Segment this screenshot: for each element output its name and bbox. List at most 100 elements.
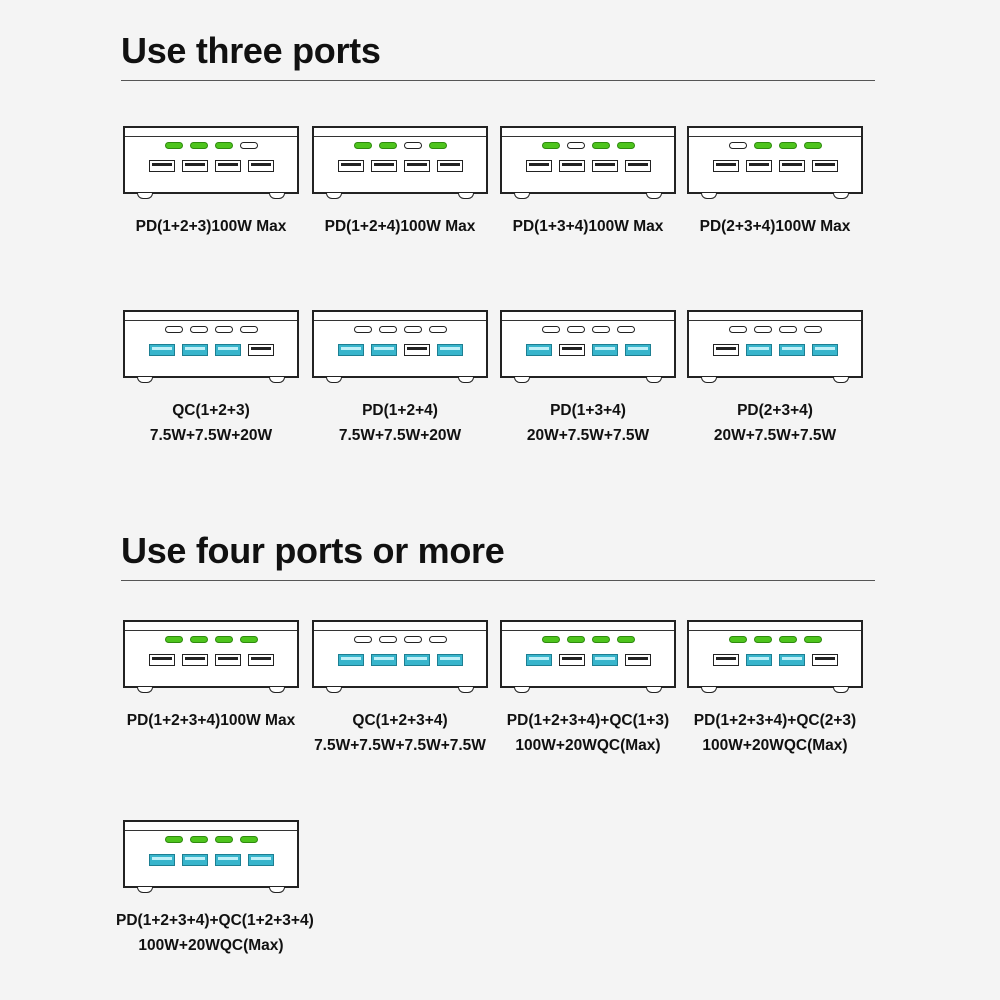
- mode-label-line: PD(1+2+3+4)100W Max: [126, 712, 296, 729]
- usb-a-port-row: [689, 344, 861, 356]
- usb-a-port-1: [525, 160, 552, 172]
- usb-a-port-2-active: [745, 344, 772, 356]
- type-c-port-3: [591, 326, 610, 333]
- mode-label: QC(1+2+3)7.5W+7.5W+20W: [116, 398, 306, 448]
- mode-label-line: 100W+20WQC(Max): [138, 937, 284, 954]
- type-c-port-4: [803, 326, 822, 333]
- usb-a-port-3: [591, 160, 618, 172]
- device-foot: [326, 193, 342, 199]
- usb-a-port-2: [181, 654, 208, 666]
- type-c-port-1-active: [164, 142, 183, 149]
- usb-a-port-3: [403, 344, 430, 356]
- type-c-port-4-active: [239, 636, 258, 643]
- usb-a-port-2-active: [745, 654, 772, 666]
- charger-device-illustration: [687, 310, 863, 383]
- type-c-port-2: [566, 326, 585, 333]
- type-c-port-3-active: [591, 142, 610, 149]
- type-c-port-4: [616, 326, 635, 333]
- usb-a-port-row: [314, 160, 486, 172]
- mode-label-line: PD(1+2+3+4)+QC(1+3): [506, 712, 670, 729]
- device-foot: [833, 377, 849, 383]
- charger-device-illustration: [123, 620, 299, 693]
- usb-a-port-3-active: [214, 854, 241, 866]
- charger-device-illustration: [123, 126, 299, 199]
- section-title-three-ports: Use three ports: [121, 30, 381, 71]
- usb-a-port-3-active: [778, 654, 805, 666]
- charging-mode-cell: PD(2+3+4)100W Max: [680, 126, 870, 239]
- usb-a-port-3: [778, 160, 805, 172]
- device-foot: [701, 377, 717, 383]
- type-c-port-3: [778, 326, 797, 333]
- usb-a-port-1-active: [525, 344, 552, 356]
- usb-a-port-row: [689, 654, 861, 666]
- mode-label: PD(1+2+3+4)100W Max: [116, 708, 306, 733]
- usb-a-port-1: [712, 160, 739, 172]
- charger-device-illustration: [687, 126, 863, 199]
- charger-device-illustration: [312, 310, 488, 383]
- usb-a-port-2: [558, 654, 585, 666]
- type-c-port-1: [164, 326, 183, 333]
- usb-a-port-4: [624, 160, 651, 172]
- type-c-port-row: [314, 636, 486, 643]
- charger-device-illustration: [500, 126, 676, 199]
- charging-mode-cell: QC(1+2+3)7.5W+7.5W+20W: [116, 310, 306, 448]
- mode-label-line: 20W+7.5W+7.5W: [526, 427, 650, 444]
- device-foot: [646, 377, 662, 383]
- device-foot: [137, 687, 153, 693]
- type-c-port-1: [728, 142, 747, 149]
- type-c-port-row: [125, 326, 297, 333]
- device-foot: [514, 687, 530, 693]
- usb-a-port-row: [125, 160, 297, 172]
- type-c-port-row: [689, 326, 861, 333]
- type-c-port-2-active: [378, 142, 397, 149]
- mode-label-line: 7.5W+7.5W+20W: [149, 427, 273, 444]
- mode-label: QC(1+2+3+4)7.5W+7.5W+7.5W+7.5W: [305, 708, 495, 758]
- charging-mode-cell: PD(1+2+3+4)100W Max: [116, 620, 306, 733]
- usb-a-port-4-active: [624, 344, 651, 356]
- type-c-port-2: [378, 326, 397, 333]
- type-c-port-2-active: [753, 142, 772, 149]
- usb-a-port-4-active: [247, 854, 274, 866]
- mode-label-line: PD(2+3+4): [737, 402, 813, 419]
- usb-a-port-4-active: [436, 654, 463, 666]
- device-foot: [646, 193, 662, 199]
- usb-a-port-1-active: [337, 654, 364, 666]
- usb-a-port-4-active: [811, 344, 838, 356]
- type-c-port-3-active: [214, 636, 233, 643]
- type-c-port-row: [125, 836, 297, 843]
- type-c-port-row: [689, 636, 861, 643]
- type-c-port-row: [314, 142, 486, 149]
- type-c-port-row: [314, 326, 486, 333]
- section-divider: [121, 580, 875, 581]
- type-c-port-4-active: [616, 636, 635, 643]
- charger-device-illustration: [687, 620, 863, 693]
- usb-a-port-1: [712, 654, 739, 666]
- type-c-port-1-active: [728, 636, 747, 643]
- usb-a-port-row: [125, 654, 297, 666]
- type-c-port-4-active: [803, 636, 822, 643]
- type-c-port-2-active: [189, 836, 208, 843]
- device-foot: [514, 377, 530, 383]
- device-foot: [326, 687, 342, 693]
- mode-label: PD(1+2+4)100W Max: [305, 214, 495, 239]
- usb-a-port-4: [624, 654, 651, 666]
- type-c-port-2-active: [189, 142, 208, 149]
- usb-a-port-4: [811, 654, 838, 666]
- type-c-port-3: [403, 636, 422, 643]
- type-c-port-1-active: [541, 142, 560, 149]
- type-c-port-4: [239, 142, 258, 149]
- type-c-port-4: [239, 326, 258, 333]
- device-foot: [137, 887, 153, 893]
- mode-label-line: PD(1+3+4): [550, 402, 626, 419]
- mode-label-line: PD(1+2+4)100W Max: [324, 218, 476, 235]
- type-c-port-3-active: [214, 142, 233, 149]
- type-c-port-3-active: [778, 636, 797, 643]
- usb-a-port-row: [502, 344, 674, 356]
- type-c-port-2: [566, 142, 585, 149]
- usb-a-port-3-active: [778, 344, 805, 356]
- usb-a-port-1-active: [148, 344, 175, 356]
- type-c-port-2-active: [753, 636, 772, 643]
- usb-a-port-4: [811, 160, 838, 172]
- type-c-port-4-active: [428, 142, 447, 149]
- device-foot: [137, 193, 153, 199]
